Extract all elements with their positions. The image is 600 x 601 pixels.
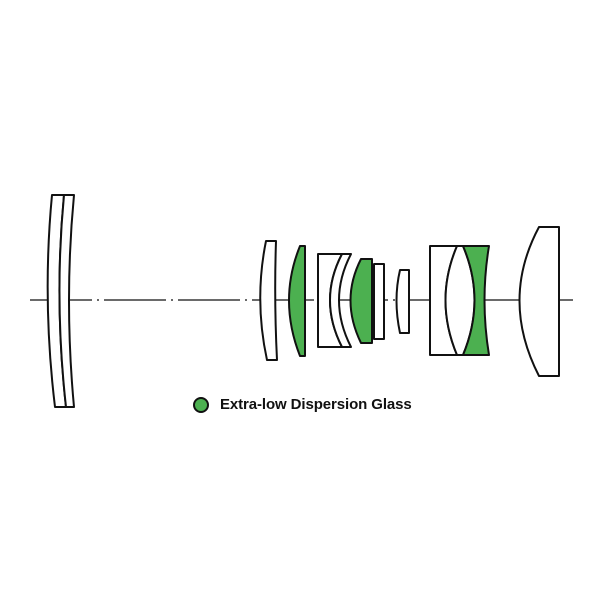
lens-element-3 — [259, 240, 278, 361]
lens-element-8 — [373, 263, 385, 340]
lens-element-12-ed — [462, 245, 490, 356]
legend-label: Extra-low Dispersion Glass — [220, 396, 412, 413]
lens-element-7-ed — [349, 258, 373, 344]
lens-element-13 — [518, 226, 560, 377]
ed-glass-swatch-icon — [193, 396, 209, 413]
lens-element-9 — [395, 269, 410, 334]
lens-element-2 — [58, 194, 75, 408]
legend: Extra-low Dispersion Glass — [193, 396, 412, 413]
lens-element-4-ed — [288, 245, 306, 357]
lens-element-6 — [329, 253, 352, 348]
